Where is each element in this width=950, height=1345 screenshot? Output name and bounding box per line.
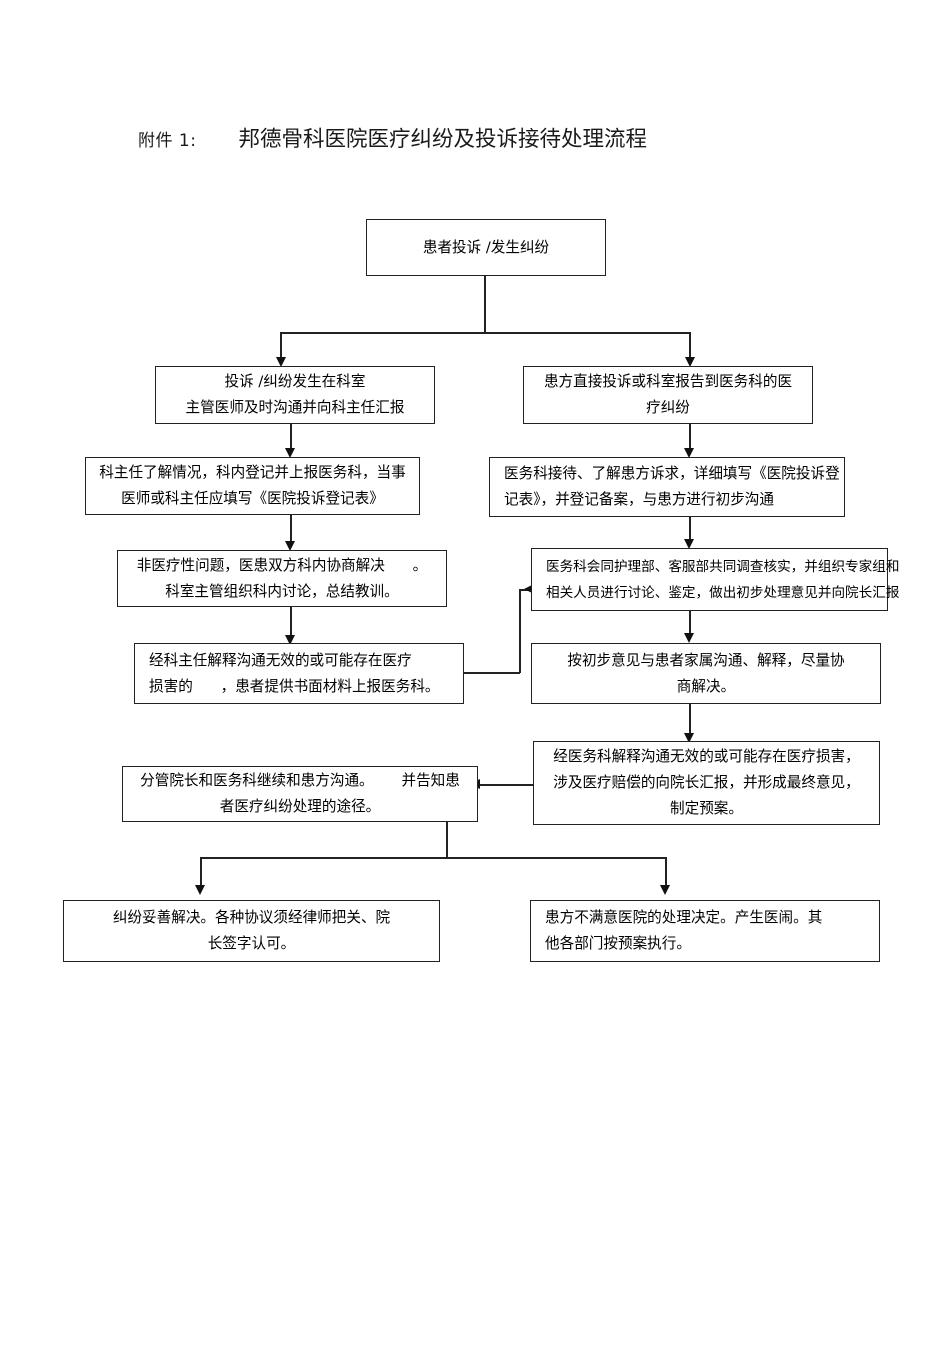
- node-non-medical-issue[interactable]: 非医疗性问题，医患双方科内协商解决 。 科室主管组织科内讨论，总结教训。: [117, 550, 447, 607]
- arrow-right-4: [684, 733, 694, 743]
- arrow-right-3: [684, 633, 694, 643]
- node-medical-reception-line-1: 医务科接待、了解患方诉求，详细填写《医院投诉登: [504, 465, 840, 482]
- node-resolved-line-2: 长签字认可。: [207, 935, 296, 952]
- connector-bottom-stem: [446, 822, 448, 858]
- connector-right-3: [689, 611, 691, 636]
- connector-split-top: [280, 332, 690, 334]
- arrow-right-1: [684, 448, 694, 458]
- node-escalate-to-president[interactable]: 经医务科解释沟通无效的或可能存在医疗损害， 涉及医疗赔偿的向院长汇报，并形成最终…: [533, 741, 880, 825]
- node-start[interactable]: 患者投诉 /发生纠纷: [366, 219, 606, 276]
- connector-split-left: [280, 332, 282, 360]
- node-dept-head-failed-line-2: 损害的 ，患者提供书面材料上报医务科。: [149, 677, 440, 695]
- title-main: 邦德骨科医院医疗纠纷及投诉接待处理流程: [238, 127, 647, 152]
- node-unresolved-line-1: 患方不满意医院的处理决定。产生医闹。其: [545, 909, 823, 926]
- node-start-line-1: 患者投诉 /发生纠纷: [422, 238, 550, 256]
- node-escalate-line-3: 制定预案。: [670, 800, 743, 817]
- arrow-right-2: [684, 539, 694, 549]
- node-dept-head-register-line-1: 科主任了解情况，科内登记并上报医务科，当事: [99, 464, 406, 481]
- connector-start-stem: [484, 275, 486, 333]
- connector-to-vice-president: [478, 784, 534, 786]
- connector-split-right: [689, 332, 691, 360]
- node-vice-president-line-2: 者医疗纠纷处理的途径。: [219, 798, 381, 815]
- connector-right-4: [689, 704, 691, 736]
- node-preliminary-line-1: 按初步意见与患者家属沟通、解释，尽量协: [567, 651, 845, 669]
- node-resolved-line-1: 纠纷妥善解决。各种协议须经律师把关、院: [112, 909, 391, 926]
- arrow-left-3: [285, 635, 295, 645]
- node-branch-medical-line-1: 患方直接投诉或科室报告到医务科的医: [543, 373, 793, 390]
- node-resolved[interactable]: 纠纷妥善解决。各种协议须经律师把关、院 长签字认可。: [63, 900, 440, 962]
- connector-left-2: [290, 514, 292, 544]
- arrow-to-branch-medical: [684, 357, 695, 367]
- arrow-to-joint-investigation: [524, 583, 534, 594]
- node-vice-president-line-1: 分管院长和医务科继续和患方沟通。 并告知患: [140, 772, 460, 789]
- arrow-to-branch-dept: [275, 357, 286, 367]
- node-preliminary-line-2: 商解决。: [676, 677, 736, 695]
- node-non-medical-line-1: 非医疗性问题，医患双方科内协商解决 。: [136, 556, 428, 574]
- node-branch-dept-line-2: 主管医师及时沟通并向科主任汇报: [185, 399, 405, 416]
- node-medical-affairs-reception[interactable]: 医务科接待、了解患方诉求，详细填写《医院投诉登 记表》，并登记备案，与患方进行初…: [489, 457, 845, 517]
- node-escalate-line-2: 涉及医疗赔偿的向院长汇报，并形成最终意见，: [553, 774, 860, 791]
- node-vice-president-communication[interactable]: 分管院长和医务科继续和患方沟通。 并告知患 者医疗纠纷处理的途径。: [122, 766, 478, 822]
- node-dept-head-failed[interactable]: 经科主任解释沟通无效的或可能存在医疗 损害的 ，患者提供书面材料上报医务科。: [134, 643, 464, 704]
- node-branch-medical-affairs[interactable]: 患方直接投诉或科室报告到医务科的医 疗纠纷: [523, 366, 813, 424]
- connector-right-1: [689, 423, 691, 451]
- arrow-to-unresolved: [660, 885, 670, 895]
- connector-right-2: [689, 517, 691, 542]
- node-medical-reception-line-2: 记表》，并登记备案，与患方进行初步沟通: [504, 491, 774, 508]
- connector-bottom-right: [665, 857, 667, 888]
- connector-cross-h-low: [463, 672, 520, 674]
- page-title: 附件 1: 邦德骨科医院医疗纠纷及投诉接待处理流程: [138, 124, 647, 156]
- arrow-to-resolved: [195, 885, 205, 895]
- arrow-left-1: [285, 448, 295, 458]
- node-dept-head-failed-line-1: 经科主任解释沟通无效的或可能存在医疗: [149, 651, 412, 669]
- node-non-medical-line-2: 科室主管组织科内讨论，总结教训。: [165, 582, 399, 600]
- arrow-left-2: [285, 541, 295, 551]
- connector-cross-v: [519, 589, 521, 673]
- connector-left-3: [290, 607, 292, 638]
- node-unresolved-line-2: 他各部门按预案执行。: [545, 935, 691, 952]
- node-joint-investigation[interactable]: 医务科会同护理部、客服部共同调查核实，并组织专家组和 相关人员进行讨论、鉴定，做…: [531, 548, 900, 611]
- node-branch-dept-line-1: 投诉 /纠纷发生在科室: [224, 373, 366, 390]
- node-unresolved[interactable]: 患方不满意医院的处理决定。产生医闹。其 他各部门按预案执行。: [530, 900, 880, 962]
- connector-bottom-left: [200, 857, 202, 888]
- node-branch-medical-line-2: 疗纠纷: [646, 399, 690, 416]
- node-escalate-line-1: 经医务科解释沟通无效的或可能存在医疗损害，: [553, 748, 860, 765]
- node-dept-head-register[interactable]: 科主任了解情况，科内登记并上报医务科，当事 医师或科主任应填写《医院投诉登记表》: [85, 457, 420, 515]
- node-joint-investigation-line-1: 医务科会同护理部、客服部共同调查核实，并组织专家组和: [546, 558, 900, 575]
- node-dept-head-register-line-2: 医师或科主任应填写《医院投诉登记表》: [121, 490, 384, 507]
- title-prefix: 附件 1:: [138, 131, 197, 151]
- connector-bottom-split: [200, 857, 666, 859]
- node-preliminary-communication[interactable]: 按初步意见与患者家属沟通、解释，尽量协 商解决。: [531, 643, 881, 704]
- connector-left-1: [290, 423, 292, 451]
- node-branch-dept[interactable]: 投诉 /纠纷发生在科室 主管医师及时沟通并向科主任汇报: [155, 366, 435, 424]
- node-joint-investigation-line-2: 相关人员进行讨论、鉴定，做出初步处理意见并向院长汇报: [546, 584, 900, 601]
